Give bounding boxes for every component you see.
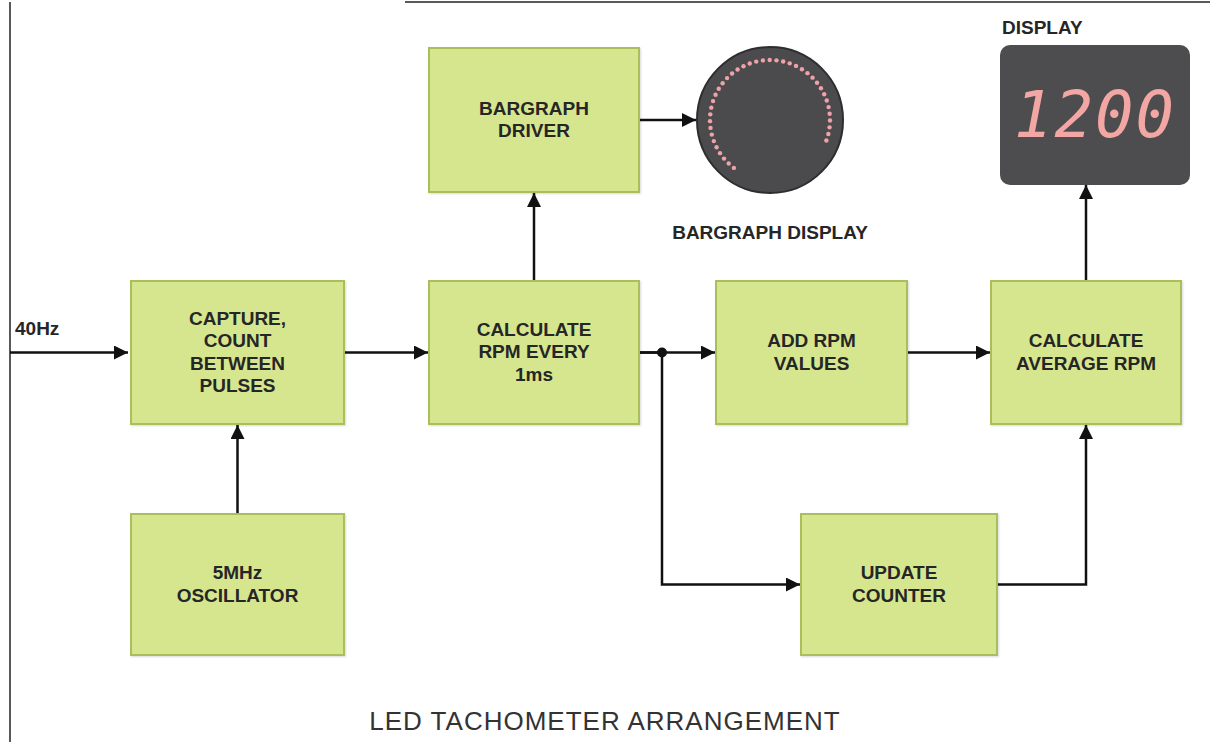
led-dot [815, 81, 819, 85]
led-dot [761, 58, 765, 62]
signal-arrow [908, 351, 990, 354]
led-dot [819, 86, 823, 90]
led-dot [718, 151, 722, 155]
frame-line [405, 1, 1210, 3]
box-label: CALCULATE AVERAGE RPM [1006, 330, 1166, 375]
led-dot [714, 145, 718, 149]
led-dot [774, 58, 778, 62]
led-dot [713, 93, 717, 97]
led-dot [826, 132, 830, 136]
led-dot [781, 59, 785, 63]
led-dot [727, 161, 731, 165]
signal-arrow [533, 193, 536, 280]
led-dot [741, 64, 745, 68]
led-dot [805, 71, 809, 75]
led-dot [708, 119, 712, 123]
box-label: ADD RPM VALUES [757, 330, 867, 375]
process-box: ADD RPM VALUES [715, 280, 908, 425]
box-label: BARGRAPH DRIVER [474, 98, 594, 143]
led-dot [827, 112, 831, 116]
led-dot [722, 156, 726, 160]
led-dot [748, 61, 752, 65]
led-dot [708, 126, 712, 130]
process-box: CALCULATE RPM EVERY 1ms [428, 280, 640, 425]
display-readout: 1200 [1014, 83, 1176, 147]
signal-label: 40Hz [15, 318, 59, 340]
led-dot [708, 112, 712, 116]
led-dot [810, 75, 814, 79]
led-dot [800, 67, 804, 71]
led-dot [828, 118, 832, 122]
led-dot [717, 87, 721, 91]
led-dot [826, 105, 830, 109]
signal-arrow [640, 119, 696, 122]
led-dot [768, 58, 772, 62]
led-dot [710, 132, 714, 136]
signal-arrow [1085, 185, 1088, 280]
frame-line [9, 2, 11, 742]
signal-arrow [345, 351, 428, 354]
led-dot [825, 98, 829, 102]
led-dot [720, 81, 724, 85]
box-label: CALCULATE RPM EVERY 1ms [469, 319, 599, 386]
led-dot [709, 105, 713, 109]
box-label: 5MHz OSCILLATOR [168, 562, 308, 607]
signal-arrow [998, 425, 1086, 585]
diagram-title: LED TACHOMETER ARRANGEMENT [369, 706, 840, 737]
led-dot [754, 59, 758, 63]
led-dot [735, 67, 739, 71]
process-box: 5MHz OSCILLATOR [130, 513, 345, 656]
box-label: CAPTURE, COUNT BETWEEN PULSES [178, 308, 298, 398]
led-dot [712, 139, 716, 143]
led-dot [794, 64, 798, 68]
input-wire [10, 351, 128, 354]
led-dot [822, 92, 826, 96]
dial-caption: BARGRAPH DISPLAY [672, 222, 868, 244]
process-box: BARGRAPH DRIVER [428, 47, 640, 193]
led-dot [711, 99, 715, 103]
led-dot [788, 61, 792, 65]
led-dot [827, 125, 831, 129]
led-dot [730, 71, 734, 75]
dial-disc [697, 47, 843, 193]
bargraph-dial: BARGRAPH DISPLAY [695, 45, 845, 195]
display-caption: DISPLAY [1002, 17, 1083, 39]
process-box: UPDATE COUNTER [800, 513, 998, 656]
signal-arrow [236, 425, 239, 513]
box-label: UPDATE COUNTER [842, 562, 957, 607]
dial-face [695, 45, 845, 195]
led-dot [725, 76, 729, 80]
digital-display: DISPLAY1200 [1000, 45, 1190, 185]
led-dot [732, 166, 736, 170]
process-box: CAPTURE, COUNT BETWEEN PULSES [130, 280, 345, 425]
process-box: CALCULATE AVERAGE RPM [990, 280, 1182, 425]
led-dot [824, 138, 828, 142]
